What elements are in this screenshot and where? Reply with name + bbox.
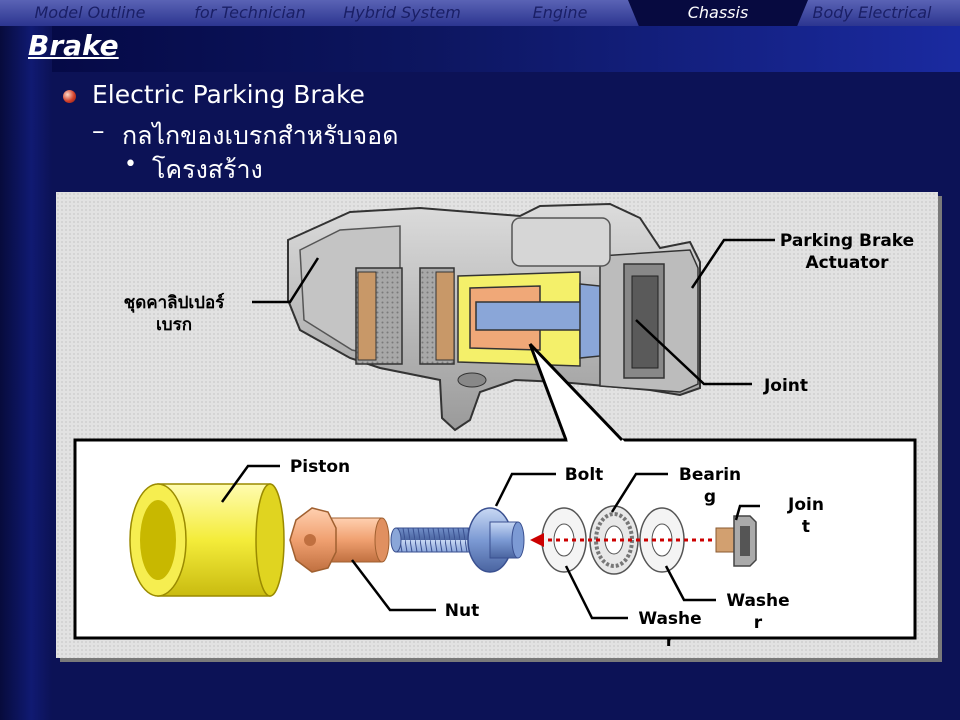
piston-label: Piston (290, 457, 350, 477)
bolt-label: Bolt (565, 465, 604, 485)
left-decorative-band (0, 26, 52, 720)
bullet-ball-icon (63, 90, 76, 103)
piston (129, 483, 285, 597)
tab-hybrid-system[interactable]: Hybrid System (343, 3, 461, 22)
joint (715, 515, 757, 567)
bearing-label-line2: g (704, 487, 716, 507)
sub-bullet-mechanism: กลไกของเบรกสำหรับจอด (122, 121, 399, 150)
dash-marker: – (92, 116, 105, 145)
tab-engine[interactable]: Engine (532, 3, 588, 22)
joint-label-line1: Join (787, 495, 824, 515)
alignment-arrow (530, 533, 712, 547)
dot-marker: • (124, 152, 137, 177)
upper-joint-label: Joint (763, 376, 808, 396)
caliper-label-line2: เบรก (156, 315, 192, 335)
bolt (390, 507, 525, 573)
caliper-label-line1: ชุดคาลิปเปอร์ (124, 292, 226, 313)
title-bar (0, 26, 960, 72)
tab-for-technician[interactable]: for Technician (194, 3, 306, 22)
sub-sub-bullet-structure: โครงสร้าง (152, 155, 263, 184)
tab-model-outline[interactable]: Model Outline (34, 3, 146, 22)
upper-leader-lines (252, 238, 775, 386)
joint-label-line2: t (802, 517, 810, 537)
tab-body-electrical[interactable]: Body Electrical (812, 3, 932, 22)
bearing-label-line1: Bearin (679, 465, 741, 485)
washer-a-label-line2: r (666, 631, 675, 651)
actuator-label-line1: Parking Brake (780, 231, 914, 251)
washer-a-label-line1: Washe (638, 609, 701, 629)
page-title: Brake (28, 29, 119, 62)
nut-label: Nut (445, 601, 479, 621)
active-tab-background (628, 0, 808, 26)
washer-b-label-line1: Washe (726, 591, 789, 611)
actuator-label-line2: Actuator (805, 253, 889, 273)
lower-leader-lines (220, 464, 760, 620)
caliper-assembly (287, 202, 701, 432)
bullet-electric-parking-brake: Electric Parking Brake (92, 80, 365, 109)
nut (289, 507, 390, 573)
washer-b-label-line2: r (754, 613, 763, 633)
tab-chassis[interactable]: Chassis (687, 3, 749, 22)
